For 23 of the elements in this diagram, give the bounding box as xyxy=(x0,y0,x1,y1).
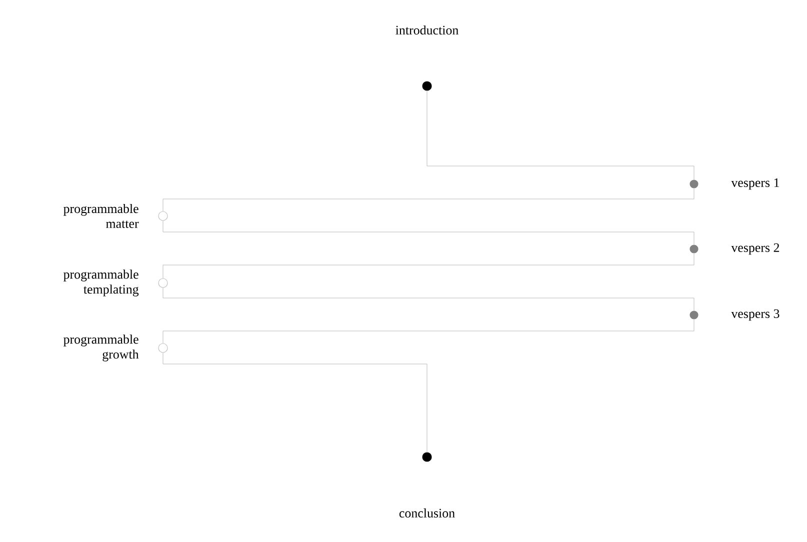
dot-marker xyxy=(690,180,698,188)
dot-marker xyxy=(158,278,168,288)
dot-marker xyxy=(422,452,432,462)
connector-line xyxy=(162,188,694,212)
connector-line xyxy=(162,253,694,278)
node-label: introduction xyxy=(396,25,458,35)
node-label: vespers 1 xyxy=(731,178,779,190)
dot-marker xyxy=(690,244,698,254)
dot-marker xyxy=(422,81,432,91)
connector-line xyxy=(426,90,694,180)
node-label: programmable growth xyxy=(64,334,139,362)
node-label: conclusion xyxy=(399,508,455,518)
node-label: programmable templating xyxy=(64,270,139,296)
connector-line xyxy=(162,352,428,452)
dot-marker xyxy=(158,211,168,221)
node-label: vespers 2 xyxy=(731,243,780,255)
dot-marker xyxy=(158,343,168,353)
connector-line xyxy=(162,319,694,344)
connector-line xyxy=(162,288,694,311)
connector-line xyxy=(162,220,694,245)
node-label: programmable matter xyxy=(64,204,139,228)
dot-marker xyxy=(690,310,698,320)
node-label: vespers 3 xyxy=(731,309,780,321)
